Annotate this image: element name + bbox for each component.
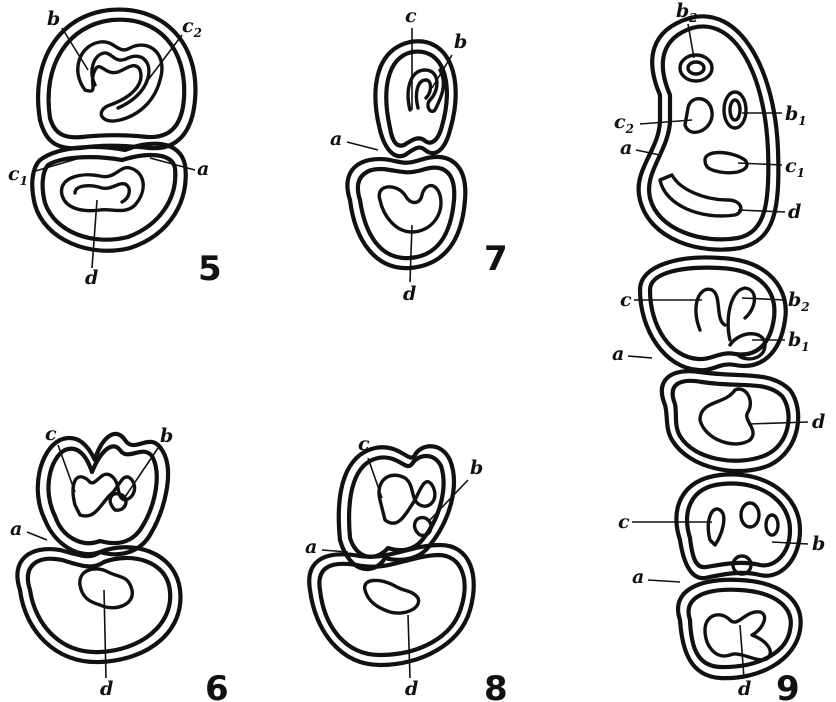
figure-6: c b a d 6	[10, 423, 229, 702]
fig9-label-d-mid: d	[812, 411, 825, 433]
fig9-label-b1-top: b1	[785, 103, 807, 128]
fig9-label-b1-mid: b1	[788, 329, 810, 354]
figure-number-5: 5	[198, 249, 222, 289]
figure-number-8: 8	[484, 669, 508, 702]
fig9-label-d-top: d	[788, 201, 801, 223]
fig5-label-c1: c1	[8, 163, 28, 188]
figure-9: b2 b1 c2 a c1 d c b2 b1 a d c b a d 9	[612, 0, 825, 702]
fig5-label-c2: c2	[182, 15, 202, 40]
fig5-label-b: b	[47, 8, 60, 30]
fig9-label-b-bot: b	[812, 533, 825, 555]
fig6-label-d: d	[100, 678, 113, 700]
figure-7: c b a d 7	[330, 5, 508, 305]
fig8-label-a: a	[305, 536, 317, 558]
fig9-label-c2: c2	[614, 111, 634, 136]
figure-number-9: 9	[776, 669, 800, 702]
fig6-label-c: c	[45, 423, 57, 445]
fig5-label-a: a	[197, 158, 209, 180]
fig7-label-c: c	[405, 5, 417, 27]
fig9-label-c-bot: c	[618, 511, 630, 533]
fig6-label-a: a	[10, 518, 22, 540]
fig9-label-d-bot: d	[738, 678, 751, 700]
figure-number-6: 6	[205, 669, 229, 702]
fig6-label-b: b	[160, 425, 173, 447]
figure-8: c b a d 8	[305, 433, 508, 702]
fig8-label-d: d	[405, 678, 418, 700]
fig9-label-a-mid: a	[612, 343, 624, 365]
fig8-label-b: b	[470, 457, 483, 479]
fig5-label-d: d	[85, 267, 98, 289]
fig9-label-a-bot: a	[632, 566, 644, 588]
fig7-label-a: a	[330, 128, 342, 150]
fig9-label-c-mid: c	[620, 289, 632, 311]
fig7-label-d: d	[403, 283, 416, 305]
fig8-label-c: c	[358, 433, 370, 455]
fig7-label-b: b	[454, 31, 467, 53]
fig9-label-a-top: a	[620, 137, 632, 159]
figure-number-7: 7	[484, 239, 508, 279]
fig9-label-b2-mid: b2	[788, 289, 810, 314]
fig9-label-c1: c1	[785, 155, 805, 180]
figure-5: b c2 a c1 d 5	[8, 8, 222, 289]
fig9-label-b2-top: b2	[676, 0, 698, 25]
